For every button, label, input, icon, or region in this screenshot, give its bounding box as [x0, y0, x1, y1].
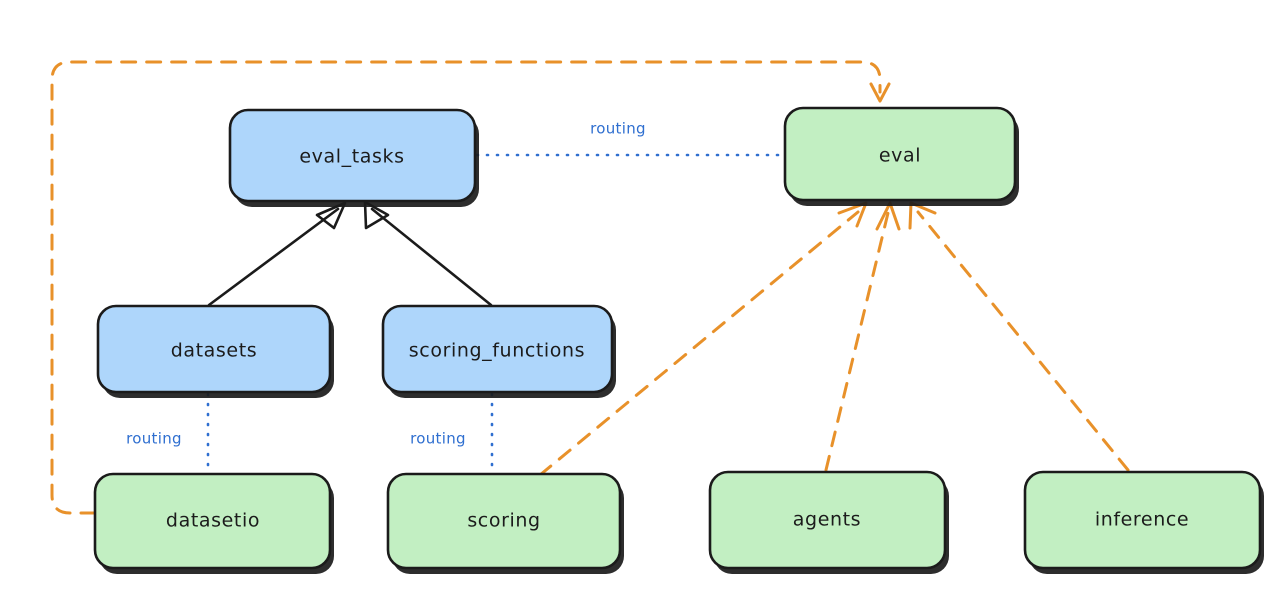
edge-label-routing-eval: routing [590, 120, 646, 138]
edge-label-routing-datasets: routing [126, 430, 182, 448]
edge-inference-eval-line [916, 210, 1130, 472]
edge-scoring-functions-eval-tasks [363, 200, 493, 307]
node-eval-label: eval [879, 145, 921, 167]
node-inference-label: inference [1095, 509, 1189, 531]
edge-label-routing-scoring: routing [410, 430, 466, 448]
node-scoring-functions[interactable]: scoring_functions [381, 304, 616, 398]
node-inference-body [1023, 470, 1262, 570]
node-eval-tasks[interactable]: eval_tasks [228, 108, 479, 207]
edge-agents-eval [824, 201, 901, 472]
node-scoring-body [386, 472, 622, 570]
edge-scoring-functions-eval-tasks-line [370, 207, 493, 307]
edge-datasetio-eval-line [50, 60, 882, 515]
node-scoring-functions-label: scoring_functions [409, 340, 585, 362]
node-datasetio-body [93, 472, 332, 570]
node-agents-label: agents [793, 509, 861, 531]
node-datasetio[interactable]: datasetio [93, 472, 334, 574]
edge-agents-eval-line [824, 211, 890, 472]
node-datasets-body [96, 304, 332, 394]
node-datasets-label: datasets [171, 340, 258, 362]
node-eval[interactable]: eval [783, 106, 1019, 206]
edge-datasets-eval-tasks [207, 201, 347, 307]
edge-datasets-eval-tasks-arrowhead [315, 201, 347, 230]
node-inference[interactable]: inference [1023, 470, 1264, 574]
node-scoring-label: scoring [467, 510, 540, 532]
edge-scoring-functions-eval-tasks-arrowhead [363, 200, 390, 230]
edge-inference-eval [908, 201, 1130, 472]
node-agents-body [708, 470, 947, 570]
edge-scoring-eval-line [538, 210, 860, 477]
node-scoring[interactable]: scoring [386, 472, 624, 574]
node-agents[interactable]: agents [708, 470, 949, 574]
edge-datasets-eval-tasks-line [207, 207, 340, 307]
node-eval-tasks-body [228, 108, 477, 203]
node-datasetio-label: datasetio [166, 510, 260, 532]
node-eval-body [783, 106, 1017, 202]
edge-datasetio-eval [50, 60, 891, 515]
node-scoring-functions-body [381, 304, 614, 394]
edge-datasetio-eval-arrowhead [869, 82, 891, 103]
node-eval-tasks-label: eval_tasks [299, 146, 404, 168]
node-datasets[interactable]: datasets [96, 304, 334, 398]
edge-scoring-eval-arrowhead [837, 201, 868, 228]
